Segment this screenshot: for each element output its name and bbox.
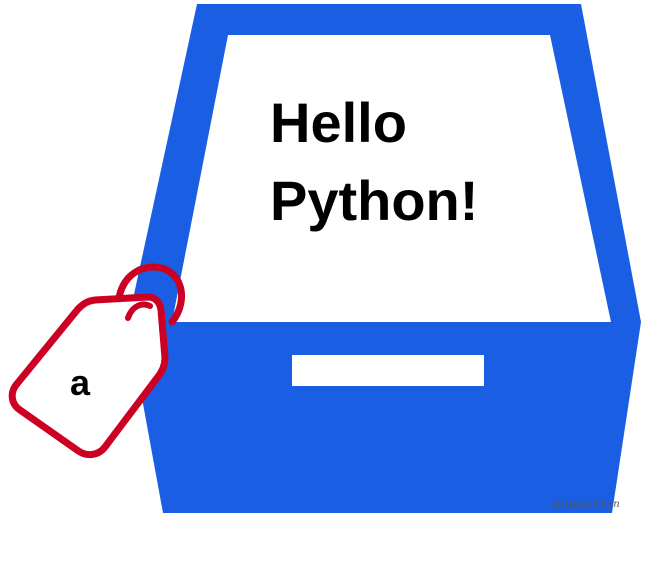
box-content-line-2: Python! xyxy=(270,169,478,232)
box-front-panel xyxy=(128,322,641,513)
box-paper xyxy=(172,35,611,322)
drawer-handle xyxy=(292,355,484,386)
name-tag: a xyxy=(8,263,185,458)
tag-string-end xyxy=(125,301,153,321)
artist-signature: Kristen Chan xyxy=(552,499,620,510)
tag-outline xyxy=(8,293,169,458)
tag-label: a xyxy=(70,362,91,403)
box-content-line-1: Hello xyxy=(270,91,407,154)
storage-box xyxy=(128,4,641,513)
